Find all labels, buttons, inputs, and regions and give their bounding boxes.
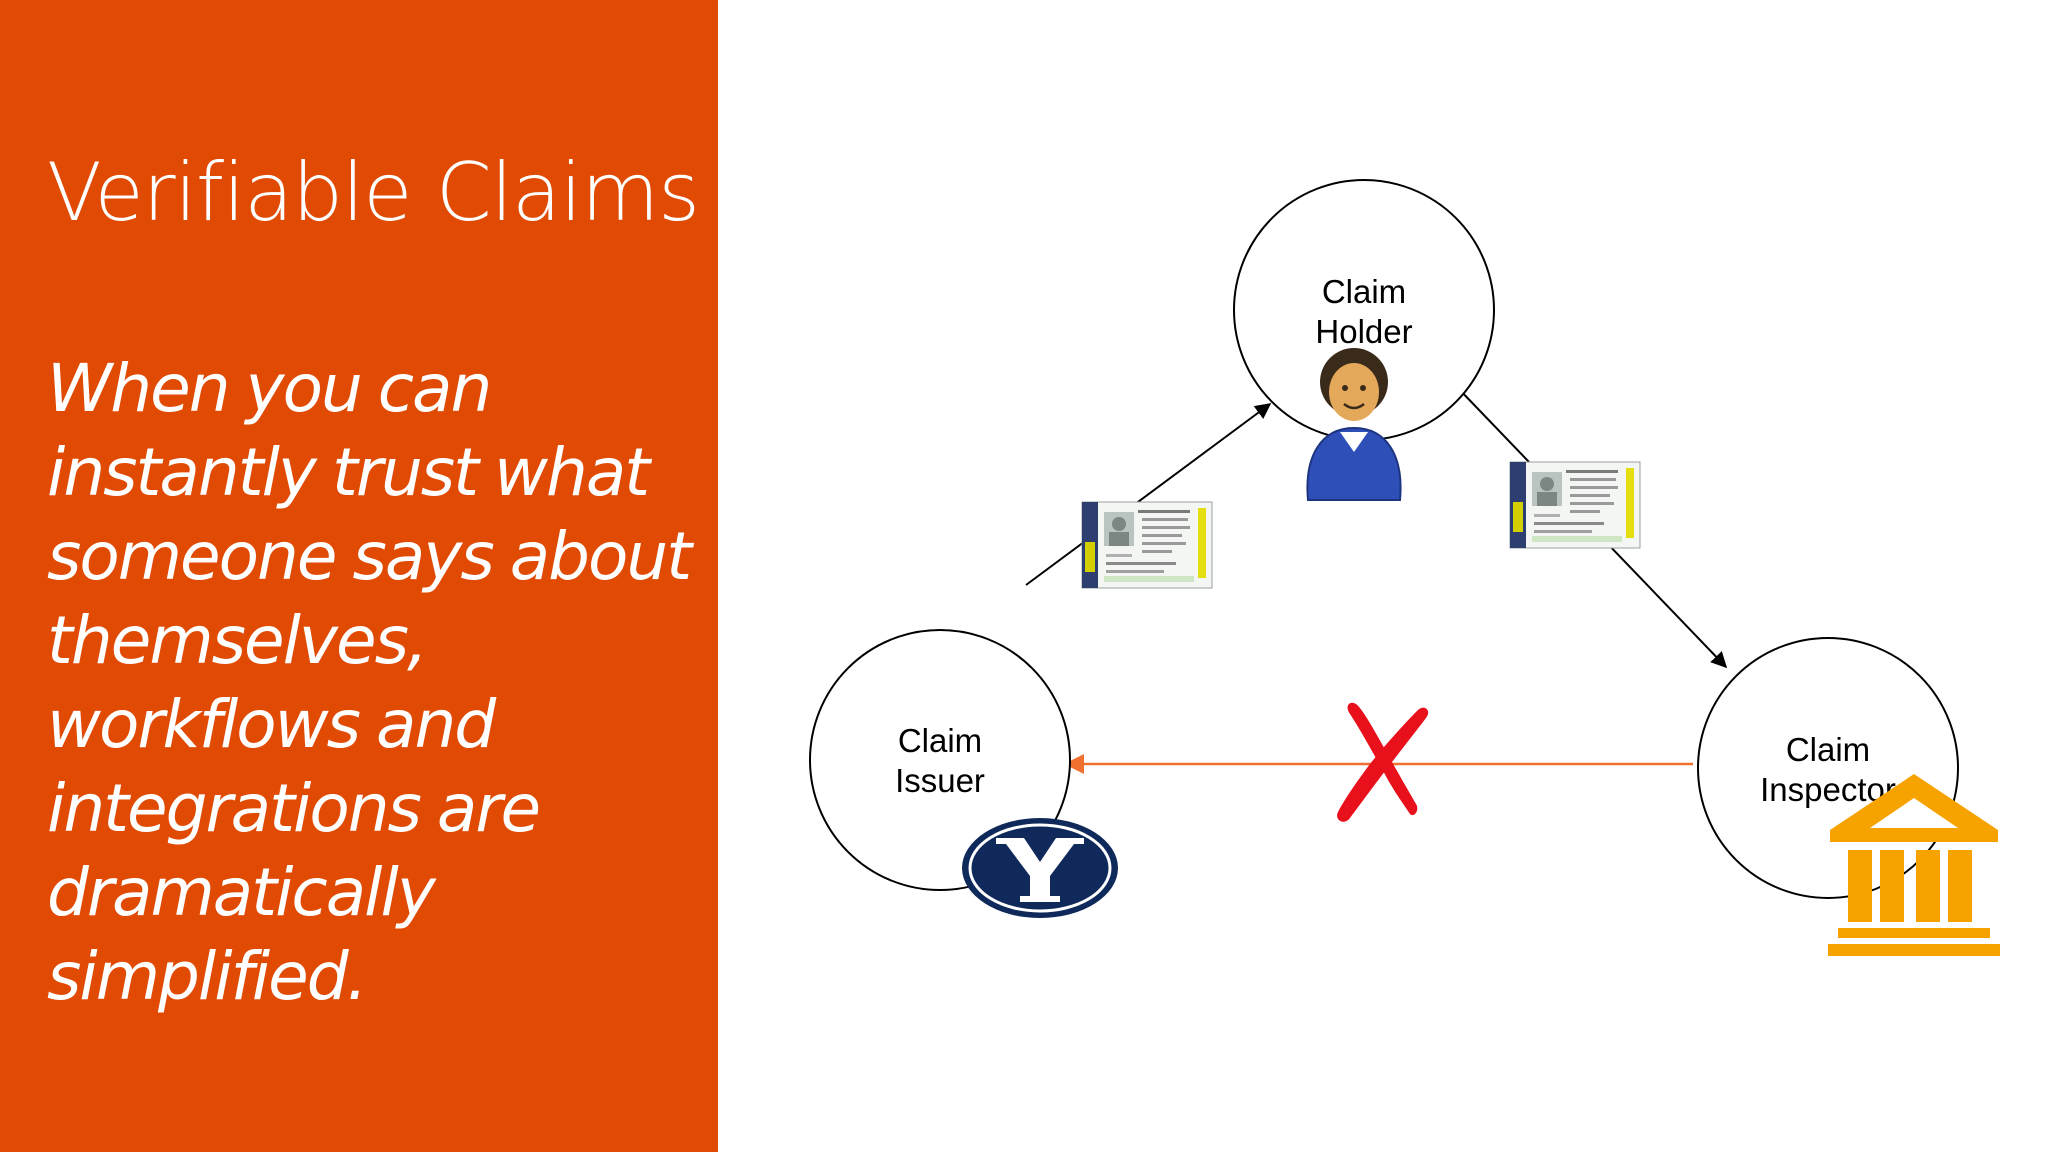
id-card-icon — [1509, 461, 1641, 549]
slide-title: Verifiable Claims — [47, 146, 700, 239]
claim-issuer-label-line2: Issuer — [895, 762, 985, 799]
bank-building-icon — [1828, 774, 2000, 956]
byu-y-logo-icon — [962, 818, 1118, 918]
id-card-icon — [1081, 501, 1213, 589]
red-x-mark-icon — [1337, 702, 1429, 822]
claim-issuer-label-line1: Claim — [898, 722, 982, 759]
claim-holder-node: Claim Holder — [1233, 179, 1495, 441]
claim-inspector-label-line1: Claim — [1786, 731, 1870, 768]
claim-holder-label-line1: Claim — [1322, 273, 1406, 310]
person-avatar-icon — [1306, 348, 1402, 501]
title-panel: Verifiable Claims When you can instantly… — [0, 0, 718, 1152]
claim-holder-label-line2: Holder — [1315, 313, 1412, 350]
slide-body-text: When you can instantly trust what someon… — [47, 350, 692, 1015]
issuer-to-holder-arrow — [1025, 403, 1272, 586]
